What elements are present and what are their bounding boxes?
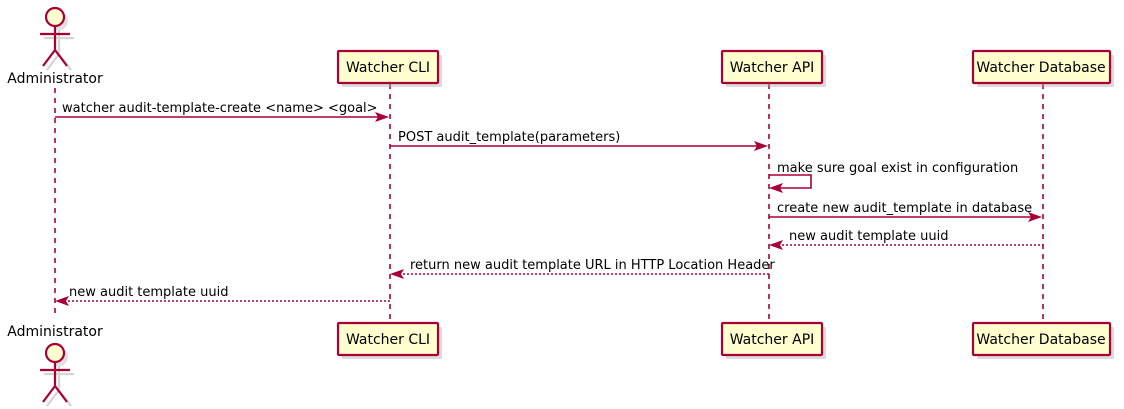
participant-label-watcher-api-bottom: Watcher API bbox=[730, 332, 815, 348]
participant-box-watcher-database-top[interactable]: Watcher Database bbox=[971, 49, 1114, 87]
message-make-sure-goal-exist[interactable]: make sure goal exist in configuration bbox=[769, 161, 1018, 193]
message-label: POST audit_template(parameters) bbox=[398, 130, 620, 145]
arrow-head-left-icon bbox=[769, 240, 783, 250]
participant-box-watcher-database-bottom[interactable]: Watcher Database bbox=[971, 321, 1114, 359]
participant-label-watcher-cli-bottom: Watcher CLI bbox=[346, 332, 430, 348]
actor-label-administrator-bottom: Administrator bbox=[7, 324, 103, 340]
message-create-new-audit-template[interactable]: create new audit_template in database bbox=[769, 201, 1042, 222]
message-label: make sure goal exist in configuration bbox=[777, 161, 1018, 176]
arrow-head-right-icon bbox=[754, 141, 768, 151]
participant-box-watcher-cli-bottom[interactable]: Watcher CLI bbox=[336, 321, 442, 359]
arrow-head-right-icon bbox=[1028, 212, 1042, 222]
actor-administrator-bottom[interactable]: Administrator bbox=[7, 324, 103, 407]
arrow-head-right-icon bbox=[375, 112, 389, 122]
message-label: create new audit_template in database bbox=[777, 201, 1032, 216]
message-new-audit-template-uuid-cli[interactable]: new audit template uuid bbox=[55, 285, 390, 306]
participant-label-watcher-cli-top: Watcher CLI bbox=[346, 60, 430, 76]
arrow-head-left-icon bbox=[55, 296, 69, 306]
actor-head-icon bbox=[44, 6, 66, 28]
arrow-head-left-icon bbox=[769, 183, 783, 193]
actor-body-icon bbox=[40, 26, 70, 67]
actor-label-administrator-top: Administrator bbox=[7, 71, 103, 87]
participant-label-watcher-database-bottom: Watcher Database bbox=[976, 332, 1105, 348]
message-label: new audit template uuid bbox=[789, 229, 948, 244]
message-watcher-audit-template-create[interactable]: watcher audit-template-create <name> <go… bbox=[55, 101, 389, 122]
participant-label-watcher-api-top: Watcher API bbox=[730, 60, 815, 76]
participant-box-watcher-cli-top[interactable]: Watcher CLI bbox=[336, 49, 442, 87]
participant-label-watcher-database-top: Watcher Database bbox=[976, 60, 1105, 76]
message-label: watcher audit-template-create <name> <go… bbox=[62, 101, 378, 116]
message-label: return new audit template URL in HTTP Lo… bbox=[410, 258, 775, 273]
message-new-audit-template-uuid-db[interactable]: new audit template uuid bbox=[769, 229, 1043, 250]
message-post-audit-template[interactable]: POST audit_template(parameters) bbox=[390, 130, 768, 151]
participant-box-watcher-api-bottom[interactable]: Watcher API bbox=[720, 321, 826, 359]
lifelines-group bbox=[54, 84, 1044, 322]
arrow-head-left-icon bbox=[390, 269, 404, 279]
message-return-location-header[interactable]: return new audit template URL in HTTP Lo… bbox=[390, 258, 775, 279]
actor-administrator-top[interactable]: Administrator bbox=[7, 6, 103, 87]
message-label: new audit template uuid bbox=[69, 285, 228, 300]
actor-body-icon bbox=[40, 362, 70, 403]
actor-head-icon bbox=[44, 342, 66, 364]
participant-box-watcher-api-top[interactable]: Watcher API bbox=[720, 49, 826, 87]
